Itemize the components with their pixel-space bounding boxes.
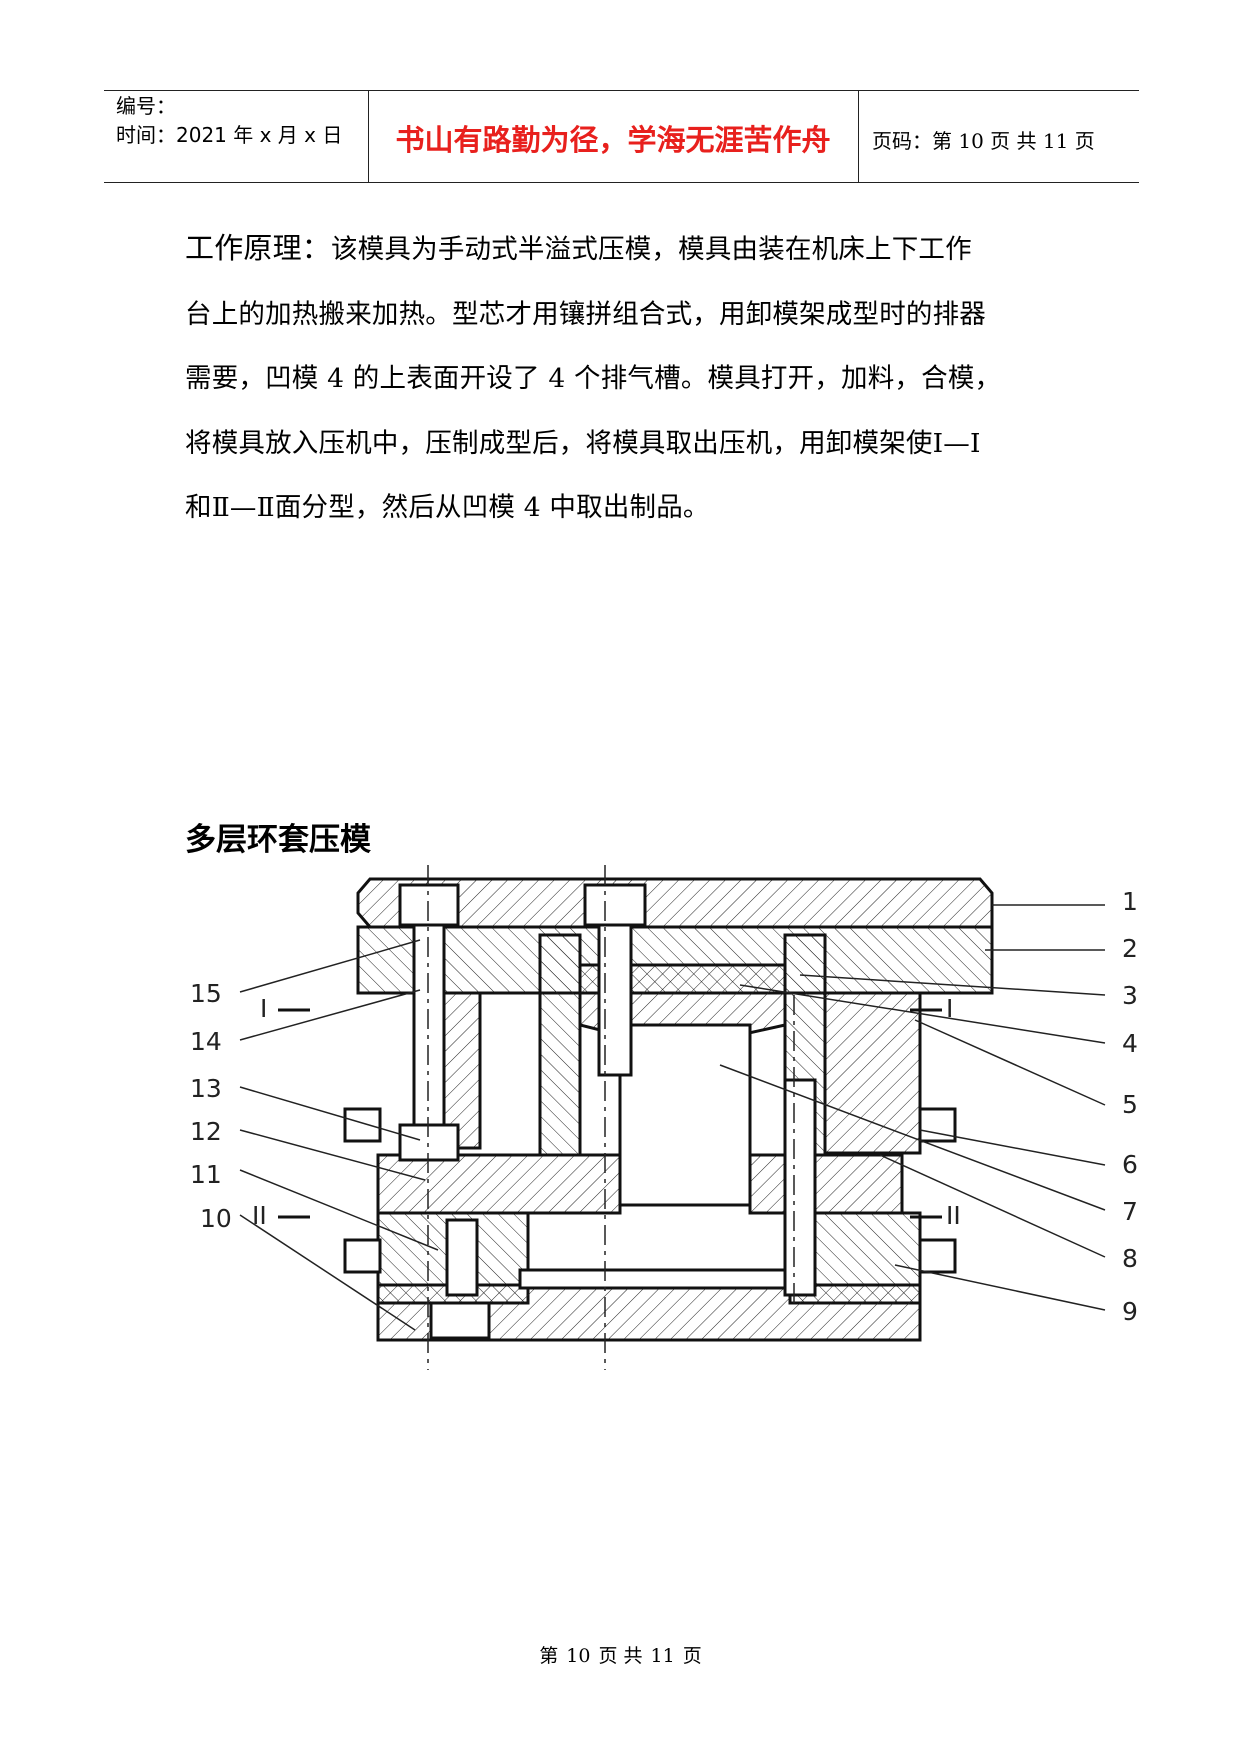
part-label-9: 9: [1122, 1297, 1138, 1326]
right-block-upper: [823, 991, 922, 1155]
top-bolt-head: [398, 883, 460, 927]
working-principle-paragraph: 工作原理：该模具为手动式半溢式压模，模具由装在机床上下工作 台上的加热搬来加热。…: [185, 216, 1075, 541]
part-label-10: 10: [200, 1204, 232, 1233]
center-bolt-shank: [597, 923, 633, 1077]
page-prefix: 页码：第: [872, 129, 952, 153]
part-label-15: 15: [190, 979, 222, 1008]
center-bolt-head: [583, 883, 647, 927]
footer-suffix: 页: [682, 1645, 702, 1667]
part-label-2: 2: [1122, 934, 1138, 963]
para-line-5: 和Ⅱ—Ⅱ面分型，然后从凹模 4 中取出制品。: [185, 492, 710, 524]
section-title: 多层环套压模: [185, 822, 371, 858]
part-label-8: 8: [1122, 1244, 1138, 1273]
handle-left-upper: [343, 1107, 382, 1143]
footer-total: 11: [650, 1645, 675, 1667]
lower-bolt-head: [429, 1301, 491, 1340]
left-bolt-head: [398, 1123, 460, 1162]
para-label: 工作原理：: [185, 231, 332, 265]
header-page-info: 页码：第 10 页 共 11 页: [872, 125, 1095, 154]
parting-label-3: II: [252, 1201, 267, 1230]
header-motto: 书山有路勤为径，学海无涯苦作舟: [395, 123, 831, 157]
para-line-2: 台上的加热搬来加热。型芯才用镶拼组合式，用卸模架成型时的排器: [185, 298, 986, 330]
cavity-base: [518, 1268, 792, 1290]
middle-plate-left: [376, 1153, 622, 1215]
header-bottom-rule: [104, 182, 1139, 183]
header-meta: 编号： 时间：2021 年 x 月 x 日: [116, 92, 342, 150]
para-line-1: 工作原理：该模具为手动式半溢式压模，模具由装在机床上下工作: [185, 216, 1075, 283]
footer-prefix: 第: [539, 1645, 559, 1667]
part-label-13: 13: [190, 1074, 222, 1103]
sleeve-left: [538, 933, 582, 1157]
core-body: [618, 1023, 752, 1207]
handle-right-lower: [918, 1238, 957, 1274]
right-pin: [783, 1078, 817, 1297]
page-current: 10: [958, 129, 984, 153]
lower-bolt-shank: [445, 1218, 479, 1297]
serial-label: 编号：: [116, 94, 176, 118]
para-line-4: 将模具放入压机中，压制成型后，将模具取出压机，用卸模架使Ⅰ—Ⅰ: [185, 427, 981, 459]
part-label-3: 3: [1122, 981, 1138, 1010]
part-label-5: 5: [1122, 1090, 1138, 1119]
middle-plate-right: [748, 1153, 904, 1215]
part-label-1: 1: [1122, 887, 1138, 916]
part-label-14: 14: [190, 1027, 222, 1056]
page-mid: 页 共: [990, 129, 1037, 153]
top-bolt-shank: [412, 923, 446, 1152]
part-label-6: 6: [1122, 1150, 1138, 1179]
part-label-12: 12: [190, 1117, 222, 1146]
mould-cross-section-diagram: I I II II 1 2 3 4 5 6 7 8 9 15 14 13 12 …: [190, 865, 1138, 1370]
parting-label-4: II: [946, 1201, 961, 1230]
part-label-4: 4: [1122, 1029, 1138, 1058]
page-total: 11: [1042, 129, 1069, 153]
header-divider-2: [858, 90, 859, 182]
parting-label-2: I: [946, 994, 953, 1023]
part-label-7: 7: [1122, 1197, 1138, 1226]
parting-label-1: I: [260, 994, 267, 1023]
header-divider-1: [368, 90, 369, 182]
page-footer: 第 10 页 共 11 页: [0, 1641, 1241, 1668]
para-text-1: 该模具为手动式半溢式压模，模具由装在机床上下工作: [331, 234, 972, 265]
page-suffix: 页: [1074, 129, 1095, 153]
part-label-11: 11: [190, 1160, 222, 1189]
time-label: 时间：2021 年 x 月 x 日: [116, 123, 343, 147]
handle-left-lower: [343, 1238, 382, 1274]
header-top-rule: [104, 90, 1139, 91]
footer-current: 10: [566, 1645, 591, 1667]
footer-mid: 页 共: [598, 1645, 643, 1667]
para-line-3: 需要，凹模 4 的上表面开设了 4 个排气槽。模具打开，加料，合模，: [185, 363, 1002, 395]
